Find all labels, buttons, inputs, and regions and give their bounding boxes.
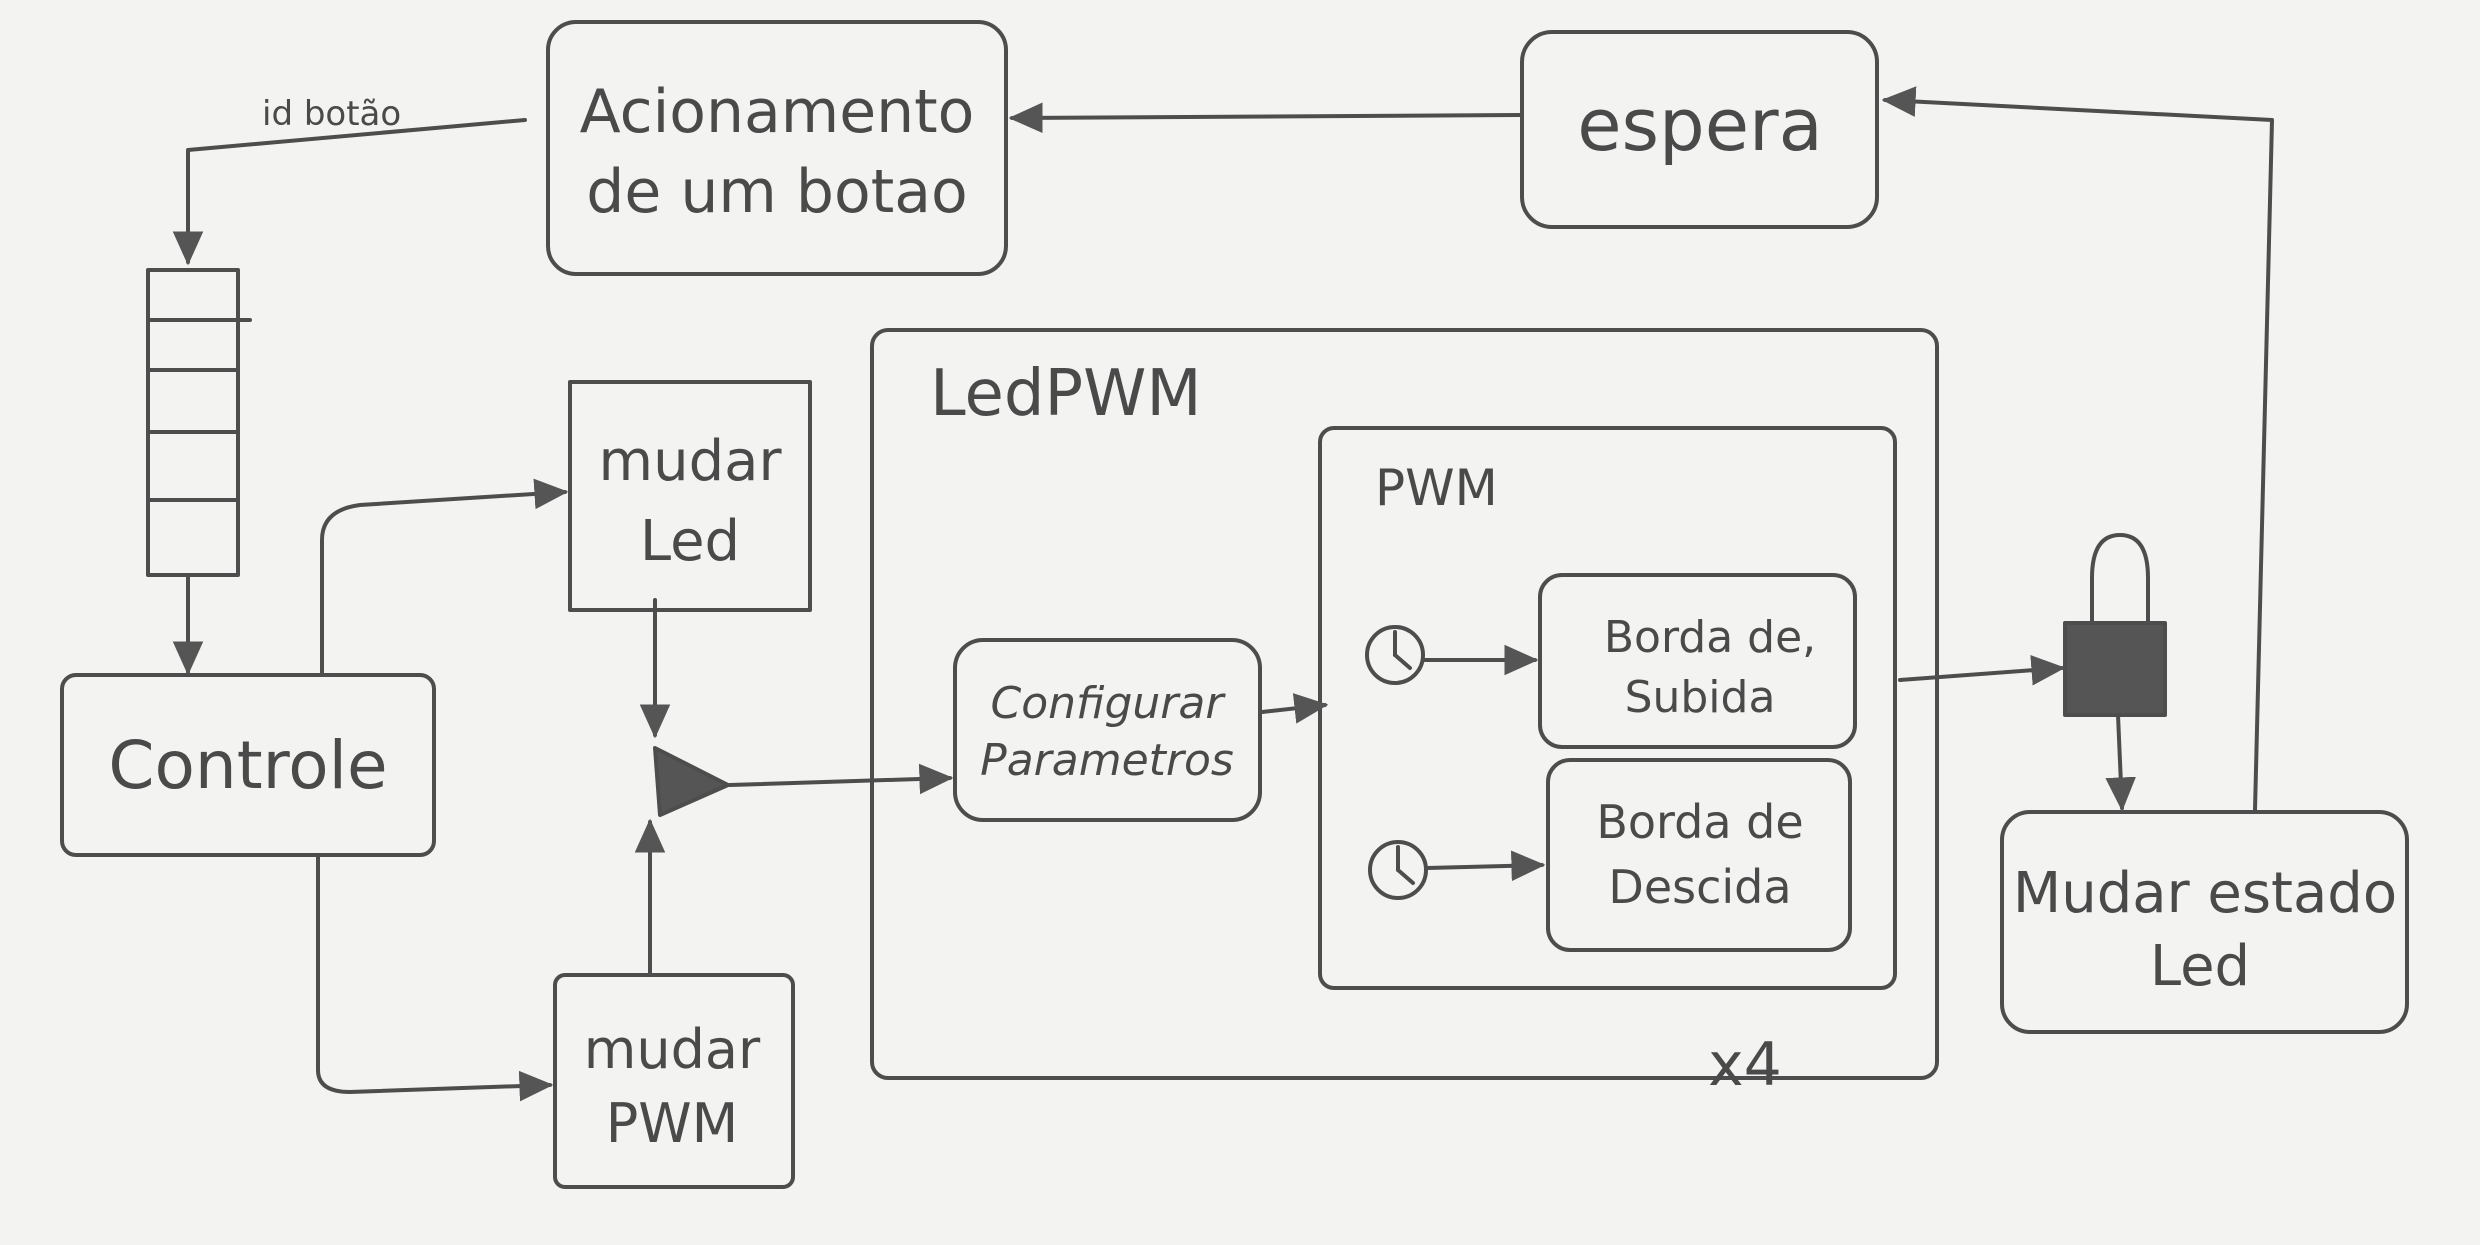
- edge-configurar-pwm: [1260, 693, 1329, 724]
- controle-label: Controle: [108, 727, 387, 804]
- pwm-title: PWM: [1375, 459, 1498, 517]
- mudar-pwm-line2: PWM: [606, 1092, 739, 1155]
- edge-label-id-botao: id botão: [262, 94, 401, 134]
- edge-lock-mudar-estado: [2105, 713, 2136, 812]
- acionamento-line1: Acionamento: [580, 77, 975, 147]
- edge-espera-acionamento: [1008, 102, 1522, 134]
- mux-icon: [653, 746, 730, 817]
- borda-subida-box: [1538, 573, 1857, 749]
- ledpwm-title: LedPWM: [930, 357, 1202, 431]
- mudar-led-line2: Led: [640, 509, 740, 574]
- borda-subida-line1: Borda de,: [1604, 612, 1816, 663]
- ledpwm-container: [870, 328, 1939, 1080]
- edge-mux-configurar: [728, 763, 954, 795]
- edge-controle-mudar-led: [320, 478, 569, 677]
- configurar-line2: Parametros: [980, 735, 1234, 786]
- edge-id-botao: [172, 118, 527, 266]
- espera-label: espera: [1577, 83, 1823, 167]
- mudar-pwm-box: [553, 973, 795, 1189]
- configurar-line1: Configurar: [991, 678, 1227, 729]
- borda-descida-box: [1546, 758, 1852, 952]
- edge-controle-mudar-pwm: [316, 853, 554, 1102]
- acionamento-box: [546, 20, 1008, 276]
- edge-ledpwm-lock: [1898, 655, 2066, 686]
- ledpwm-multiplier: x4: [1708, 1030, 1782, 1100]
- edge-loop-espera: [1881, 86, 2274, 812]
- controle-box: [60, 673, 436, 857]
- timer-descida-icon: [1368, 840, 1428, 900]
- espera-box: [1520, 30, 1879, 229]
- borda-descida-line1: Borda de: [1596, 795, 1803, 849]
- edge-timer-descida: [1425, 850, 1546, 882]
- queue-buffer: [146, 268, 252, 577]
- configurar-box: [953, 638, 1262, 822]
- timer-subida-icon: [1365, 625, 1425, 685]
- mudar-led-line1: mudar: [599, 429, 783, 494]
- mudar-estado-box: [2000, 810, 2409, 1034]
- mudar-led-box: [568, 380, 812, 612]
- lock-icon: [2063, 533, 2167, 717]
- mudar-estado-line1: Mudar estado: [2013, 861, 2397, 926]
- mudar-estado-line2: Led: [2150, 934, 2250, 999]
- acionamento-line2: de um botao: [586, 157, 967, 227]
- borda-descida-line2: Descida: [1608, 860, 1791, 914]
- mudar-pwm-line1: mudar: [584, 1018, 761, 1081]
- borda-subida-line2: Subida: [1625, 672, 1776, 723]
